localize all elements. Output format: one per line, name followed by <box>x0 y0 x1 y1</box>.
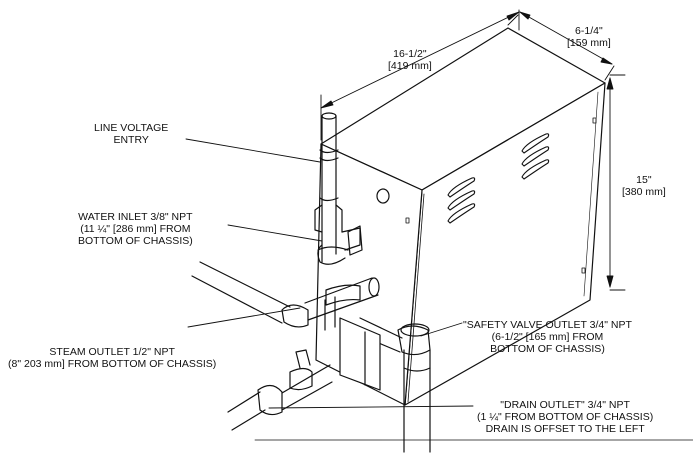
drain-outlet-pipe <box>227 349 333 431</box>
drain-outlet-callout: "DRAIN OUTLET" 3/4" NPT (1 ¼" FROM BOTTO… <box>477 399 654 435</box>
depth-metric: [159 mm] <box>567 37 611 49</box>
depth-dimension-label: 6-1/4" [159 mm] <box>567 25 611 49</box>
width-imperial: 16-1/2" <box>393 48 427 60</box>
dimension-lines <box>320 9 626 291</box>
vent-louvers <box>447 133 550 224</box>
steam-outlet-callout: STEAM OUTLET 1/2" NPT (8" 203 mm] FROM B… <box>8 346 217 370</box>
leader-lines <box>185 138 474 409</box>
water-inlet-callout: WATER INLET 3/8" NPT (11 ¼" [286 mm] FRO… <box>78 211 193 247</box>
width-dimension-label: 16-1/2" [419 mm] <box>388 48 432 72</box>
depth-imperial: 6-1/4" <box>575 25 603 37</box>
steam-outlet-pipe <box>191 261 380 331</box>
height-metric: [380 mm] <box>622 186 666 198</box>
safety-valve-callout: "SAFETY VALVE OUTLET 3/4" NPT (6-1/2" [1… <box>463 319 632 355</box>
height-imperial: 15" <box>636 174 652 186</box>
line-voltage-conduit <box>314 112 361 265</box>
side-access-hole <box>376 188 390 204</box>
safety-valve-outlet <box>339 317 431 453</box>
height-dimension-label: 15" [380 mm] <box>622 174 666 198</box>
water-inlet-fitting <box>317 225 363 256</box>
line-voltage-callout: LINE VOLTAGE ENTRY <box>94 122 169 146</box>
width-metric: [419 mm] <box>388 60 432 72</box>
